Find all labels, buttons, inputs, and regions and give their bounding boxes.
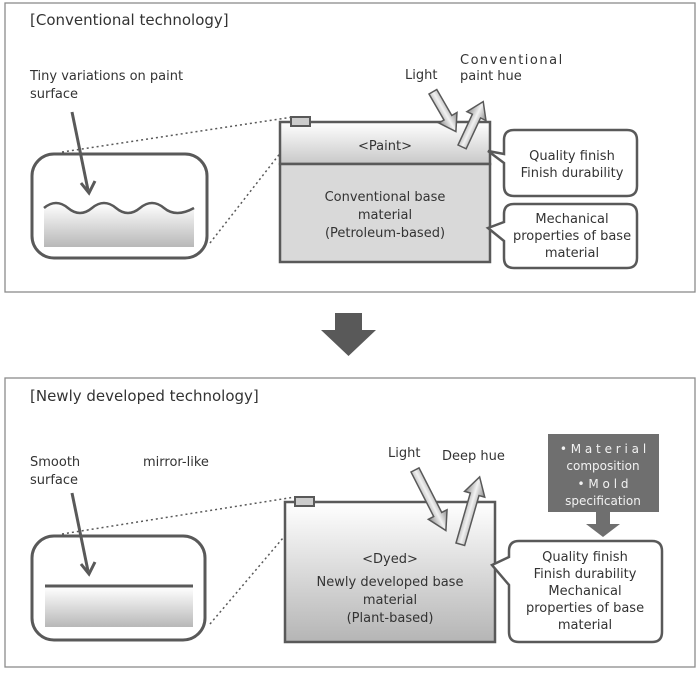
pointer-arrowhead <box>79 180 97 196</box>
callout-line4: properties of base <box>526 601 644 616</box>
base-label-1: Conventional base <box>325 190 446 205</box>
dyed-label: <Dyed> <box>362 552 418 567</box>
callout-mech-line1: Mechanical <box>535 212 608 227</box>
callout-mech-line3: material <box>545 246 599 261</box>
sample-marker <box>290 116 311 127</box>
callout-finish-line1: Quality finish <box>529 149 615 164</box>
base-label-3: (Petroleum-based) <box>325 226 445 241</box>
zoom-line-top <box>61 496 296 535</box>
callout-line2: Finish durability <box>534 567 637 582</box>
base-label-2: material <box>363 593 417 608</box>
callout-line1: Quality finish <box>542 550 628 565</box>
incoming-light-arrow <box>427 88 458 133</box>
surface-label-line2: surface <box>30 87 78 102</box>
light-label: Light <box>405 68 437 83</box>
panel-title: [Newly developed technology] <box>30 387 259 405</box>
incoming-light-arrow <box>409 466 448 532</box>
surface-label-line2: surface <box>30 473 78 488</box>
zoom-line-top <box>61 116 294 153</box>
surface-label: Smooth <box>30 455 80 470</box>
callout-line5: material <box>558 618 612 633</box>
sample-marker <box>294 496 315 507</box>
input-factors-box <box>548 434 659 512</box>
hue-label-1: Conventional <box>460 53 564 68</box>
transition-down-arrow-icon <box>321 313 376 356</box>
light-label: Light <box>388 446 420 461</box>
pointer-arrow <box>70 492 90 572</box>
callout-properties <box>489 539 664 644</box>
callout-mechanical <box>485 202 639 270</box>
input-line4: specification <box>565 494 641 508</box>
input-line1: • M a t e r i a l <box>560 442 646 456</box>
base-label-1: Newly developed base <box>317 575 464 590</box>
dyed-base-material-block <box>283 500 497 644</box>
base-label-3: (Plant-based) <box>347 611 434 626</box>
pointer-arrow <box>70 111 90 191</box>
new-technology-panel: [Newly developed technology] Smooth surf… <box>4 377 696 668</box>
hue-label-2: paint hue <box>460 69 522 84</box>
base-material-block <box>278 162 492 264</box>
callout-finish <box>487 128 639 198</box>
surface-label: Tiny variations on paint <box>29 69 183 84</box>
conventional-panel: [Conventional technology] Tiny variation… <box>4 2 696 293</box>
callout-finish-line2: Finish durability <box>521 166 624 181</box>
reflected-hue-arrow <box>457 100 487 150</box>
callout-line3: Mechanical <box>548 584 621 599</box>
hue-label: Deep hue <box>442 449 505 464</box>
wavy-surface-line <box>43 201 195 215</box>
input-down-arrow-icon <box>586 512 620 537</box>
input-line2: composition <box>566 459 639 473</box>
pointer-arrowhead <box>79 561 97 577</box>
dyed-surface-fill <box>45 587 193 627</box>
panel-title: [Conventional technology] <box>30 11 229 29</box>
base-label-2: material <box>358 208 412 223</box>
paint-layer-label: <Paint> <box>358 139 412 154</box>
input-line3: • M o l d <box>578 477 629 491</box>
reflected-hue-arrow <box>455 475 486 547</box>
mirror-label: mirror-like <box>143 455 209 470</box>
callout-mech-line2: properties of base <box>513 229 631 244</box>
